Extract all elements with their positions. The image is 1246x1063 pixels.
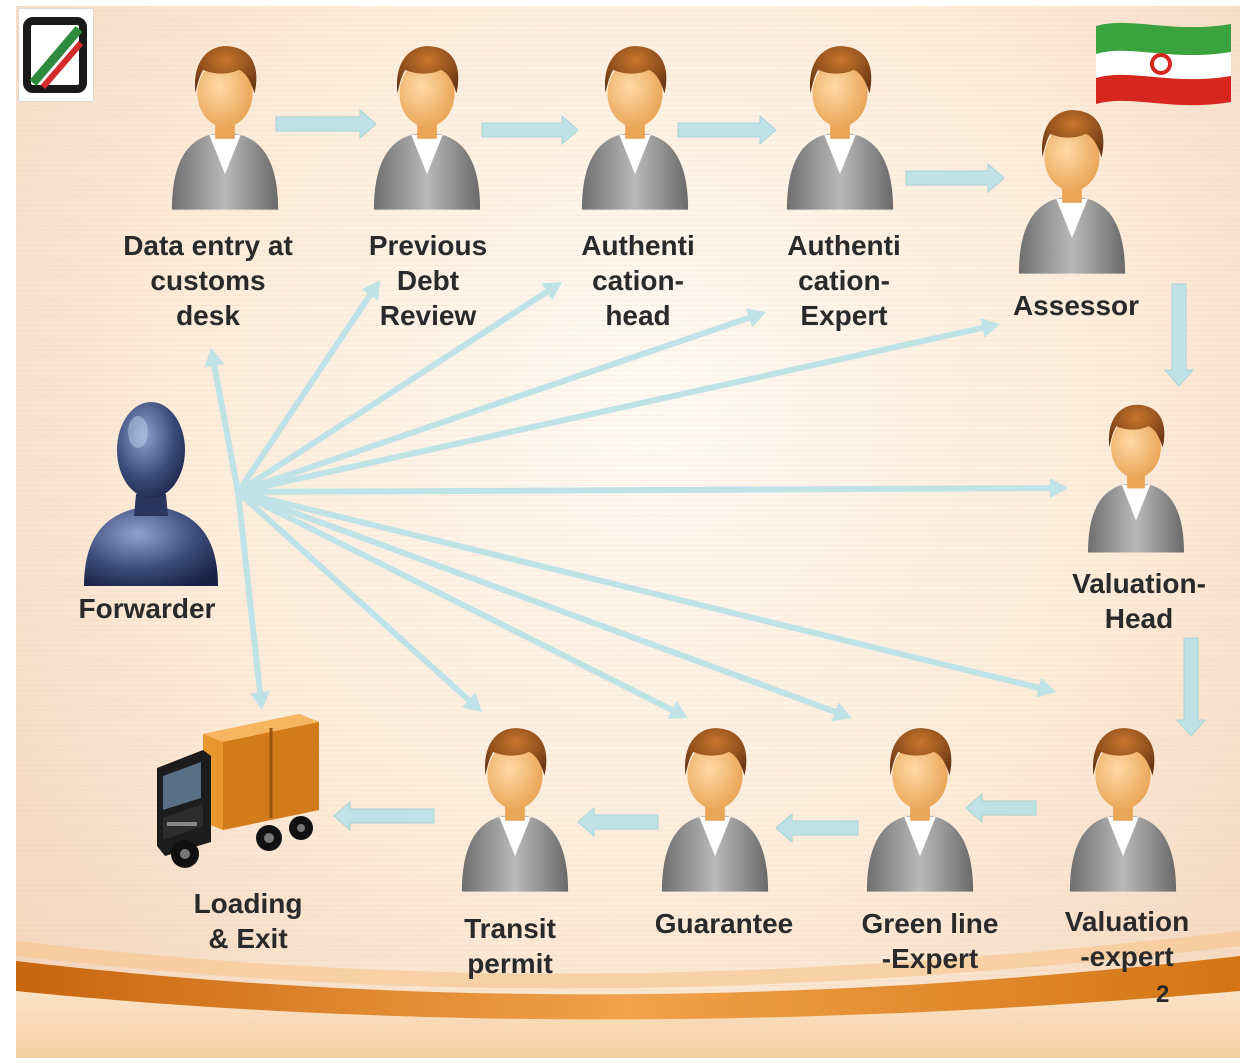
nodes-layer (84, 46, 1184, 892)
node-label-guarantee: Guarantee (654, 908, 794, 939)
forwarder-silhouette-icon (84, 402, 218, 586)
node-label-valuation-head: Valuation- Head (1072, 568, 1206, 634)
person-icon (661, 728, 769, 892)
person-icon (1069, 728, 1177, 892)
person-icon (866, 728, 974, 892)
node-label-auth-head: Authenti cation- head (581, 230, 695, 331)
forwarder-arrow-to-valuation-expert (235, 489, 1056, 698)
bottom-swoosh (16, 931, 1240, 1058)
person-icon (171, 46, 279, 210)
truck-icon (157, 714, 319, 868)
person-icon (461, 728, 569, 892)
arrows-layer (204, 108, 1207, 844)
person-icon (1018, 110, 1126, 274)
forwarder-arrow-to-transit (235, 489, 482, 712)
slide-number: 2 (1156, 981, 1170, 1008)
node-label-green-line: Green line -Expert (861, 908, 999, 974)
flow-arrow-valuation-head-to-valuation-expert (1175, 637, 1207, 737)
node-label-previous-debt: Previous Debt Review (368, 230, 488, 331)
flow-arrow-auth-expert-to-assessor (905, 162, 1005, 194)
forwarder-arrow-to-green-line (235, 489, 852, 722)
forwarder-arrow-to-valuation-head (235, 478, 1068, 499)
diagram-canvas (84, 46, 1207, 892)
node-label-assessor: Assessor (1012, 290, 1140, 321)
node-label-loading-exit: Loading & Exit (193, 888, 303, 954)
person-icon (786, 46, 894, 210)
flow-arrow-green-line-to-guarantee (775, 812, 859, 844)
node-label-valuation-expert: Valuation -expert (1064, 906, 1190, 972)
customs-logo-icon (18, 8, 94, 102)
flow-arrow-auth-head-to-auth-expert (677, 114, 777, 146)
iran-flag-icon (1096, 22, 1231, 106)
person-icon (1088, 404, 1184, 553)
node-label-forwarder: Forwarder (78, 593, 216, 624)
forwarder-arrow-to-guarantee (235, 489, 688, 719)
flow-arrow-assessor-to-valuation-head (1163, 283, 1195, 387)
forwarder-arrow-to-auth-expert (235, 308, 766, 495)
forwarder-arrow-to-data-entry (204, 348, 241, 495)
flow-arrow-data-entry-to-previous-debt (275, 108, 377, 140)
forwarder-arrow-to-previous-debt (235, 280, 380, 495)
forwarder-arrow-to-loading-exit (235, 489, 270, 710)
flow-arrow-previous-debt-to-auth-head (481, 114, 579, 146)
forwarder-arrow-to-auth-head (235, 282, 562, 495)
node-label-auth-expert: Authenti cation- Expert (787, 230, 901, 331)
forwarder-arrow-to-assessor (235, 318, 1000, 495)
person-icon (581, 46, 689, 210)
flow-arrow-guarantee-to-transit (577, 806, 659, 838)
flow-arrow-transit-to-loading-exit (333, 800, 435, 832)
flow-arrow-valuation-expert-to-green-line (965, 792, 1037, 824)
slide: Data entry at customs desk Previous Debt … (16, 6, 1240, 1058)
node-label-transit: Transit permit (464, 913, 556, 979)
node-label-data-entry: Data entry at customs desk (123, 230, 293, 331)
person-icon (373, 46, 481, 210)
